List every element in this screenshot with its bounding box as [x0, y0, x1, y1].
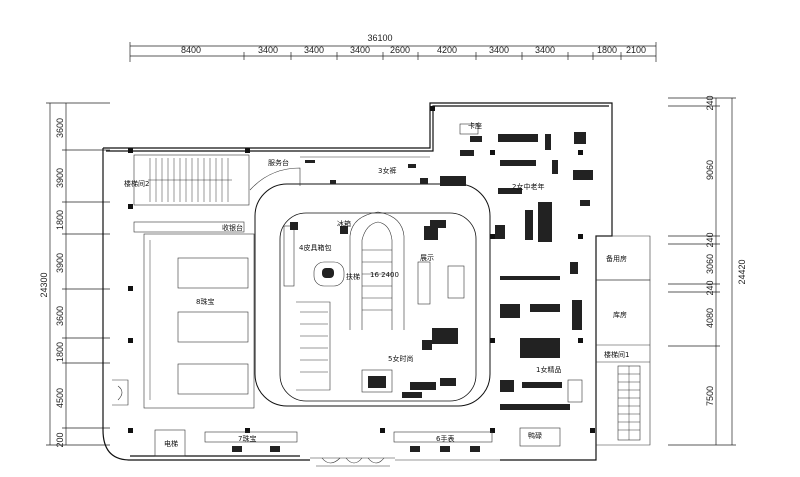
- label-boutique: 1女精品: [536, 365, 561, 374]
- dim-left-2: 3900: [55, 168, 65, 188]
- dim-left-1: 3600: [55, 118, 65, 138]
- right-dimensions: 24420 240 9060 240 3060 240 4080 7500: [668, 95, 747, 446]
- dim-right-1: 240: [705, 95, 715, 110]
- dim-left-4: 3900: [55, 253, 65, 273]
- dim-left-8: 200: [55, 432, 65, 447]
- dim-top-5: 2600: [390, 45, 410, 55]
- dim-top-4: 3400: [350, 45, 370, 55]
- label-watches: 6手表: [436, 434, 454, 443]
- dim-right-3: 240: [705, 232, 715, 247]
- pants-area: [300, 156, 466, 186]
- dim-right-total: 24420: [737, 259, 747, 284]
- dim-left-6: 1800: [55, 342, 65, 362]
- boutique-area: [500, 262, 583, 410]
- atrium: [254, 183, 491, 407]
- left-dimensions: 24300 3600 3900 1800 3900 3600 1800 4500…: [39, 102, 110, 448]
- dim-top-3: 3400: [304, 45, 324, 55]
- dim-top-6: 4200: [437, 45, 457, 55]
- label-standby: 备用房: [606, 254, 627, 263]
- dim-total-top: 36100: [367, 33, 392, 43]
- stair1-block: [617, 365, 641, 441]
- dim-top-10: 2100: [626, 45, 646, 55]
- label-elevator: 电梯: [164, 439, 178, 448]
- label-small-1: 冰箱: [337, 219, 351, 228]
- dim-right-2: 9060: [705, 160, 715, 180]
- label-women-pants: 3女裤: [378, 166, 396, 175]
- dim-left-total: 24300: [39, 272, 49, 297]
- entrance-doors: [321, 457, 385, 464]
- label-cashier: 收银台: [222, 223, 243, 232]
- atrium-shelves: [417, 220, 465, 350]
- middle-aged-area: [459, 123, 593, 242]
- columns: [128, 106, 595, 433]
- time-area: [361, 369, 456, 398]
- label-storage: 库房: [613, 310, 627, 319]
- label-escalator-dim: 16 2400: [370, 271, 399, 279]
- dim-right-4: 3060: [705, 254, 715, 274]
- label-small-2: 展示: [420, 254, 434, 262]
- dim-top-2: 3400: [258, 45, 278, 55]
- top-dimensions: 36100 8400 3400 3400 3400 2600 4200 3400…: [129, 33, 657, 62]
- dim-top-9: 1800: [597, 45, 617, 55]
- label-escalator: 扶梯: [346, 272, 360, 281]
- label-time: 5女时尚: [388, 354, 413, 363]
- label-middle-aged: 2女中老年: [512, 182, 544, 191]
- label-leather: 4皮具箱包: [299, 243, 331, 252]
- stair2-block: [133, 154, 250, 206]
- label-stair1: 楼梯间1: [604, 350, 629, 359]
- dim-right-5: 240: [705, 280, 715, 295]
- label-small-3: 卡座: [468, 121, 482, 130]
- dim-top-1: 8400: [181, 45, 201, 55]
- dim-left-3: 1800: [55, 210, 65, 230]
- left-door: [112, 379, 129, 406]
- label-service: 服务台: [268, 158, 289, 167]
- dim-right-7: 7500: [705, 386, 715, 406]
- label-jewelry: 8珠宝: [196, 297, 214, 306]
- label-toilet: 鸭碌: [528, 431, 542, 440]
- label-stair2: 楼梯间2: [124, 179, 149, 188]
- outer-walls: [102, 102, 651, 467]
- bottom-shops: [154, 427, 561, 457]
- dim-right-6: 4080: [705, 308, 715, 328]
- dim-left-7: 4500: [55, 388, 65, 408]
- dim-top-7: 3400: [489, 45, 509, 55]
- label-jewelry7: 7珠宝: [238, 434, 256, 443]
- escalator: [296, 211, 405, 391]
- jewelry-area: [133, 221, 255, 409]
- dim-left-5: 3600: [55, 306, 65, 326]
- dim-top-8: 3400: [535, 45, 555, 55]
- leather-area: [283, 222, 348, 287]
